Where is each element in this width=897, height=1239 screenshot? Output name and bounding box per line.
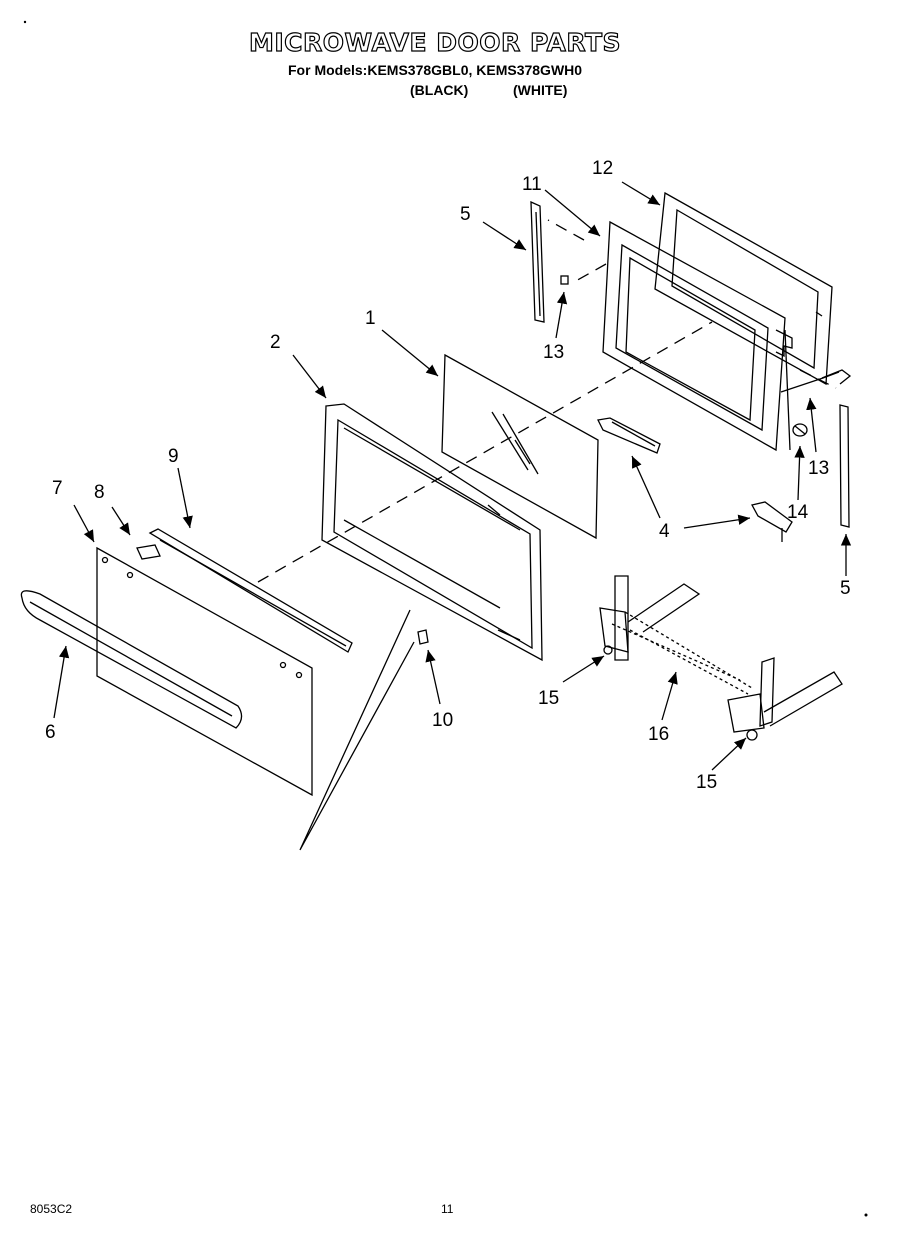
part-7-door-panel [96, 546, 313, 797]
part-4-bracket-lower [751, 501, 793, 542]
callout-12: 12 [592, 158, 613, 179]
part-6-handle [20, 590, 243, 729]
part-16-link-cable [611, 611, 753, 695]
part-13-clip-left [560, 275, 569, 285]
corner-dot [864, 1213, 868, 1217]
callout-8: 8 [94, 482, 105, 503]
callout-9: 9 [168, 446, 179, 467]
part-5-trim-strip-right [839, 404, 850, 528]
callout-5-upper: 5 [460, 204, 471, 225]
callout-16: 16 [648, 724, 669, 745]
models-line: For Models:KEMS378GBL0, KEMS378GWH0 [288, 62, 583, 78]
page-number: 11 [441, 1202, 454, 1216]
callout-2: 2 [270, 332, 281, 353]
callout-14: 14 [787, 502, 809, 523]
callout-13-left: 13 [543, 342, 564, 363]
callout-1: 1 [365, 308, 376, 329]
part-1-glass [441, 353, 599, 540]
callout-11: 11 [522, 174, 542, 195]
variant-black: (BLACK) [410, 82, 469, 98]
part-12-panel [654, 191, 833, 386]
doc-number: 8053C2 [30, 1202, 73, 1216]
part-14-screw [792, 423, 808, 437]
part-8-clip [136, 544, 161, 560]
callout-15-right: 15 [696, 772, 717, 793]
callout-6: 6 [45, 722, 56, 743]
variant-white: (WHITE) [513, 82, 568, 98]
part-5-trim-strip-left [530, 200, 545, 323]
part-15-hinge-left [599, 575, 701, 661]
part-9-strip [148, 528, 353, 653]
corner-dot [23, 20, 27, 24]
part-15-hinge-right [727, 657, 843, 741]
part-11-inner-frame [602, 220, 852, 452]
part-2-door-frame [321, 403, 543, 662]
callout-4: 4 [659, 521, 670, 542]
leader-arrows [53, 181, 852, 771]
part-4-bracket-upper [597, 417, 661, 454]
callout-13-right: 13 [808, 458, 829, 479]
callout-7: 7 [52, 478, 63, 499]
callout-10: 10 [432, 710, 453, 731]
callout-5-lower: 5 [840, 578, 851, 599]
alignment-lines [257, 219, 837, 583]
page-title: MICROWAVE DOOR PARTS [248, 27, 622, 57]
part-10-clip [417, 629, 429, 645]
callout-15-left: 15 [538, 688, 559, 709]
